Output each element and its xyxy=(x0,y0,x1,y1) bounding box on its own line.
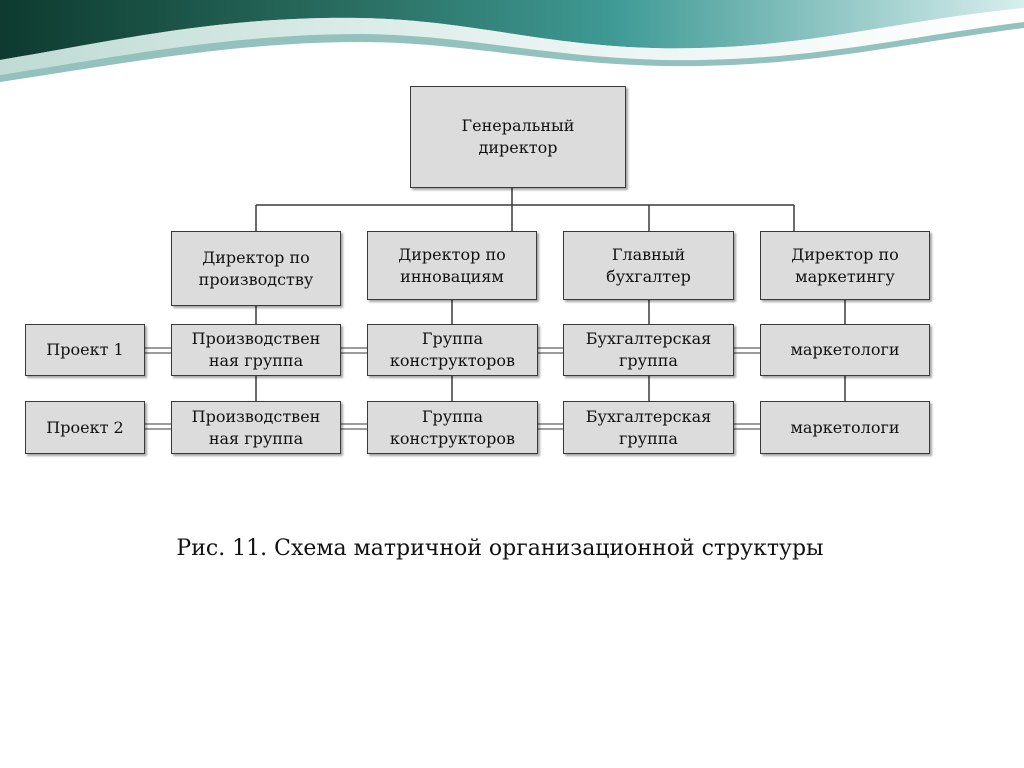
director-production-box: Директор по производству xyxy=(171,231,341,306)
row1-designers-group-box: Группа конструкторов xyxy=(367,324,538,376)
row2-marketers-box: маркетологи xyxy=(760,401,930,454)
director-production-label: Директор по производству xyxy=(198,247,314,289)
chief-accountant-label: Главный бухгалтер xyxy=(606,244,691,286)
figure-caption: Рис. 11. Схема матричной организационной… xyxy=(176,536,824,561)
row2-designers-group-box: Группа конструкторов xyxy=(367,401,538,454)
row2-designers-group-label: Группа конструкторов xyxy=(389,406,516,448)
project-2-label: Проект 2 xyxy=(46,417,124,437)
general-director-label: Генеральный директор xyxy=(461,116,575,157)
row1-accounting-group-box: Бухгалтерская группа xyxy=(563,324,734,376)
row1-marketers-label: маркетологи xyxy=(790,340,900,359)
project-1-box: Проект 1 xyxy=(25,324,145,376)
project-1-label: Проект 1 xyxy=(46,340,124,359)
director-innovation-box: Директор по инновациям xyxy=(367,231,537,300)
header-wave-decoration xyxy=(0,0,1024,82)
chief-accountant-box: Главный бухгалтер xyxy=(563,231,734,300)
director-marketing-box: Директор по маркетингу xyxy=(760,231,930,300)
director-innovation-label: Директор по инновациям xyxy=(398,244,506,286)
row1-production-group-label: Производствен ная группа xyxy=(191,329,321,370)
director-marketing-label: Директор по маркетингу xyxy=(791,244,899,286)
row1-accounting-group-label: Бухгалтерская группа xyxy=(585,329,712,370)
project-2-box: Проект 2 xyxy=(25,401,145,454)
row2-production-group-label: Производствен ная группа xyxy=(191,406,321,448)
row2-production-group-box: Производствен ная группа xyxy=(171,401,341,454)
row2-marketers-label: маркетологи xyxy=(790,417,900,437)
row1-designers-group-label: Группа конструкторов xyxy=(389,329,516,370)
row2-accounting-group-label: Бухгалтерская группа xyxy=(585,406,712,448)
row1-production-group-box: Производствен ная группа xyxy=(171,324,341,376)
row1-marketers-box: маркетологи xyxy=(760,324,930,376)
general-director-box: Генеральный директор xyxy=(410,86,626,188)
row2-accounting-group-box: Бухгалтерская группа xyxy=(563,401,734,454)
